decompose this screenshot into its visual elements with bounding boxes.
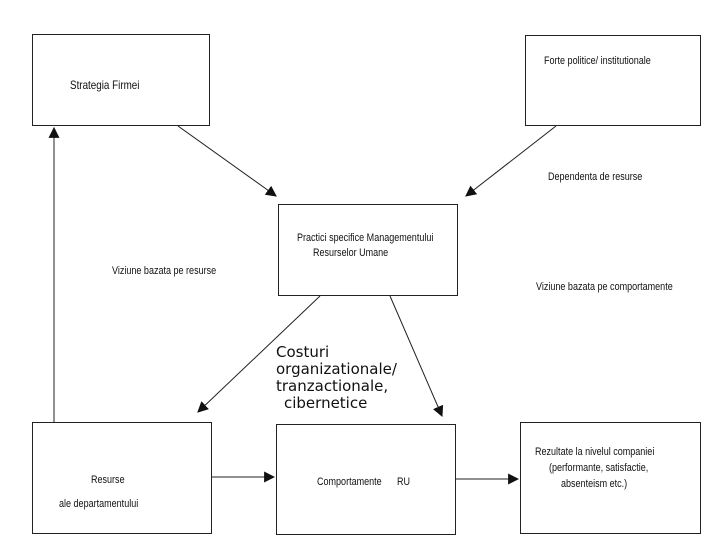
label-costs-line1: Costuri (276, 343, 330, 361)
label-behavior-based-view: Viziune bazata pe comportamente (536, 281, 673, 293)
box-hr-behaviors: Comportamente RU (276, 424, 456, 535)
arrow-practices-to-behaviors (389, 295, 444, 418)
box-strategy: Strategia Firmei (32, 34, 210, 126)
box-hrm-practices-line1: Practici specifice Managementului (297, 232, 434, 244)
box-hr-behaviors-ru: RU (397, 476, 411, 488)
box-hrm-practices: Practici specifice Managementului Resurs… (278, 204, 458, 296)
arrow-practices-to-resources (197, 295, 321, 413)
label-costs-line4: cibernetice (284, 394, 368, 412)
arrow-strategy-to-practices (177, 125, 277, 197)
label-resource-dependency: Dependenta de resurse (548, 171, 643, 183)
arrow-political-to-practices (465, 125, 557, 197)
box-company-results: Rezultate la nivelul companiei (performa… (520, 422, 701, 534)
box-political-forces-label: Forte politice/ institutionale (544, 55, 651, 67)
label-costs: Costuri organizationale/ tranzactionale,… (276, 344, 397, 412)
label-resource-based-view: Viziune bazata pe resurse (112, 265, 217, 277)
box-hr-behaviors-label: Comportamente (317, 476, 382, 488)
box-strategy-label: Strategia Firmei (70, 78, 140, 92)
box-department-resources: Resurse ale departamentului (32, 422, 212, 534)
box-company-results-line3: absenteism etc.) (561, 478, 628, 490)
box-political-forces: Forte politice/ institutionale (525, 35, 701, 126)
box-department-resources-line1: Resurse (91, 474, 125, 486)
box-department-resources-line2: ale departamentului (59, 498, 139, 510)
label-costs-line3: tranzactionale, (276, 377, 389, 395)
box-company-results-line2: (performante, satisfactie, (549, 462, 649, 474)
box-hrm-practices-line2: Resurselor Umane (313, 247, 389, 259)
label-costs-line2: organizationale/ (276, 360, 397, 378)
box-company-results-line1: Rezultate la nivelul companiei (535, 446, 655, 458)
